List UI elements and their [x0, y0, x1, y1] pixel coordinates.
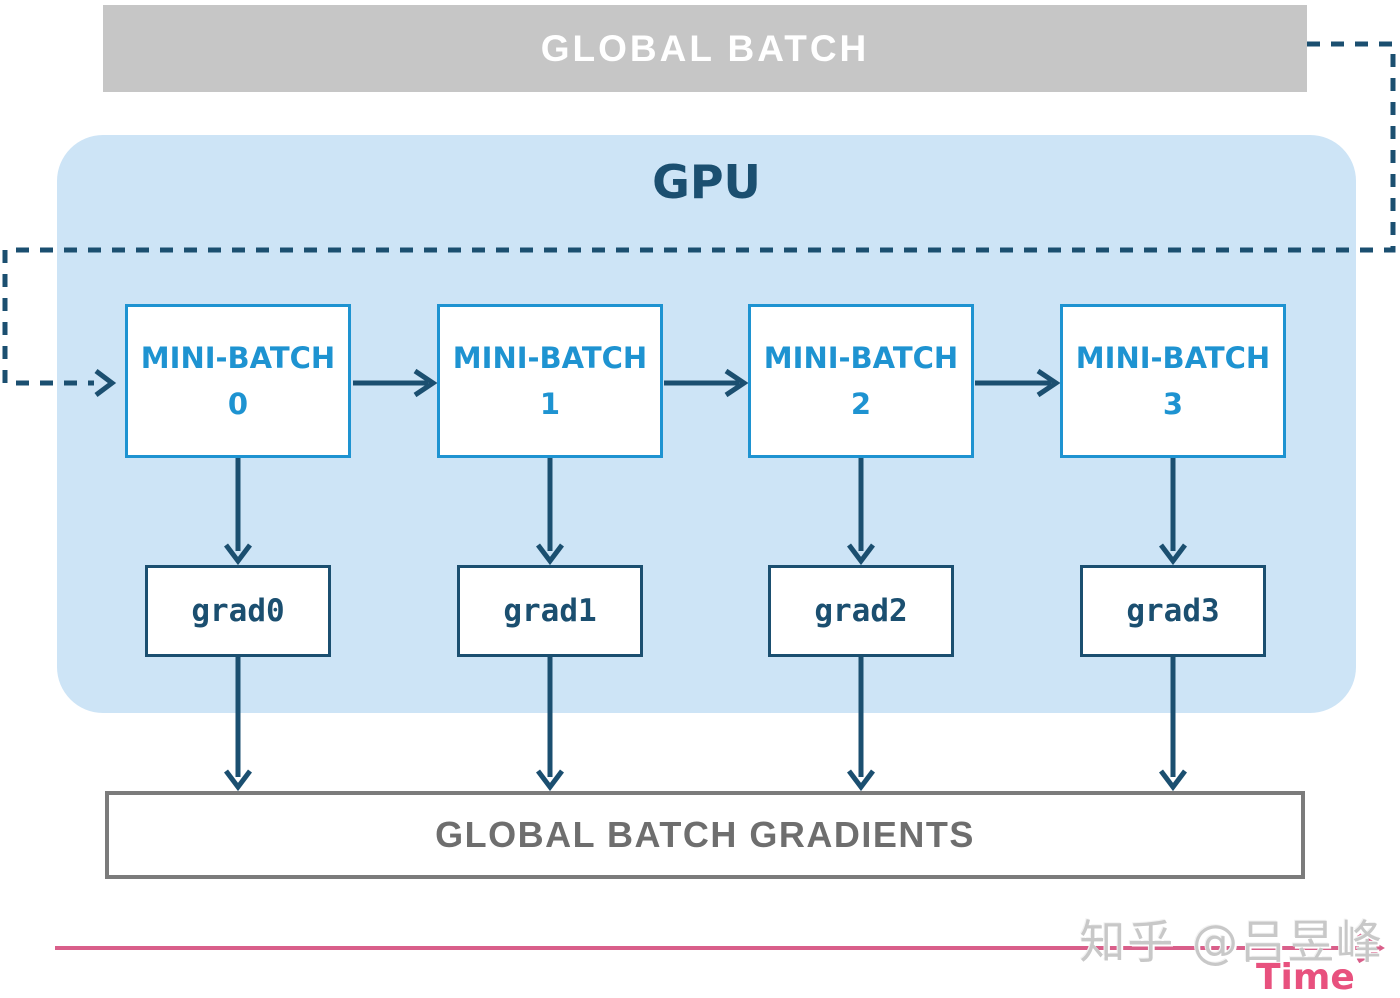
grad0-label: grad0	[191, 593, 285, 629]
watermark-text: 知乎 @吕昱峰	[1079, 915, 1384, 969]
grad0-box: grad0	[145, 565, 331, 657]
arrow-minibatch0-to-minibatch1	[353, 368, 438, 398]
mini-batch-2-number: 2	[850, 387, 872, 421]
mini-batch-1-number: 1	[539, 387, 561, 421]
arrow-minibatch3-to-grad3	[1159, 458, 1187, 566]
time-axis-arrow	[55, 932, 1385, 964]
mini-batch-2-label: MINI-BATCH	[763, 341, 959, 375]
arrow-grad1-to-gradients	[536, 657, 564, 792]
grad3-box: grad3	[1080, 565, 1266, 657]
mini-batch-3-number: 3	[1162, 387, 1184, 421]
arrow-minibatch2-to-grad2	[847, 458, 875, 566]
time-axis-label: Time	[1256, 957, 1355, 998]
arrow-grad2-to-gradients	[847, 657, 875, 792]
arrow-minibatch0-to-grad0	[224, 458, 252, 566]
grad2-box: grad2	[768, 565, 954, 657]
global-batch-bar: GLOBAL BATCH	[103, 5, 1307, 92]
mini-batch-1-label: MINI-BATCH	[452, 341, 648, 375]
mini-batch-3-label: MINI-BATCH	[1075, 341, 1271, 375]
gpu-label: GPU	[652, 155, 761, 209]
mini-batch-0-number: 0	[227, 387, 249, 421]
grad1-label: grad1	[503, 593, 597, 629]
arrow-minibatch2-to-minibatch3	[975, 368, 1061, 398]
global-batch-gradients-label: GLOBAL BATCH GRADIENTS	[435, 814, 975, 855]
global-batch-gradients-box: GLOBAL BATCH GRADIENTS	[105, 791, 1305, 879]
arrow-minibatch1-to-grad1	[536, 458, 564, 566]
arrow-grad3-to-gradients	[1159, 657, 1187, 792]
global-batch-label: GLOBAL BATCH	[540, 27, 870, 69]
grad2-label: grad2	[814, 593, 908, 629]
arrow-global-batch-to-minibatch0-dashed	[2, 41, 1396, 397]
mini-batch-box-3: MINI-BATCH 3	[1060, 304, 1286, 458]
mini-batch-box-1: MINI-BATCH 1	[437, 304, 663, 458]
mini-batch-0-label: MINI-BATCH	[140, 341, 336, 375]
arrow-minibatch1-to-minibatch2	[664, 368, 749, 398]
arrow-grad0-to-gradients	[224, 657, 252, 792]
mini-batch-box-0: MINI-BATCH 0	[125, 304, 351, 458]
grad3-label: grad3	[1126, 593, 1220, 629]
mini-batch-box-2: MINI-BATCH 2	[748, 304, 974, 458]
grad1-box: grad1	[457, 565, 643, 657]
